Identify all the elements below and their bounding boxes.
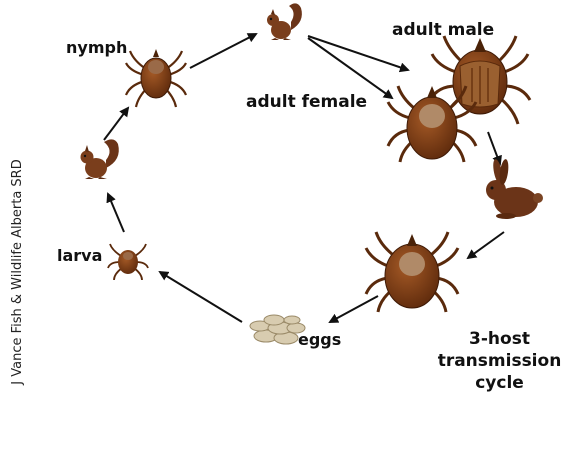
tick-nymph-icon: [126, 49, 186, 107]
photo-credit: J Vance Fish & Wildlife Alberta SRD: [10, 82, 30, 462]
arrow-engorged-to-eggs: [330, 296, 378, 322]
arrow-squirrel-to-nymph: [104, 108, 128, 140]
label-adult-female: adult female: [246, 92, 367, 112]
cycle-title: 3-host transmission cycle: [432, 328, 567, 394]
squirrel-icon: [267, 3, 302, 40]
eggs-icon: [250, 315, 305, 344]
cycle-title-line1: 3-host: [432, 328, 567, 350]
arrow-squirrel-to-female: [308, 38, 392, 98]
arrow-squirrel-to-male: [308, 36, 408, 70]
tick-larva-icon: [108, 244, 148, 280]
arrow-female-to-rabbit: [488, 132, 500, 164]
arrow-larva-to-squirrel: [108, 194, 124, 232]
arrow-nymph-to-squirrel: [190, 34, 256, 68]
label-nymph: nymph: [66, 38, 127, 57]
cycle-title-line3: cycle: [432, 372, 567, 394]
label-eggs: eggs: [298, 330, 341, 349]
label-larva: larva: [57, 246, 102, 265]
arrow-eggs-to-larva: [160, 272, 242, 322]
label-adult-male: adult male: [392, 20, 494, 40]
rabbit-icon: [486, 158, 543, 219]
arrow-rabbit-to-engorged: [468, 232, 504, 258]
squirrel-icon: [81, 139, 119, 179]
tick-engorged-icon: [366, 232, 458, 312]
cycle-title-line2: transmission: [432, 350, 567, 372]
